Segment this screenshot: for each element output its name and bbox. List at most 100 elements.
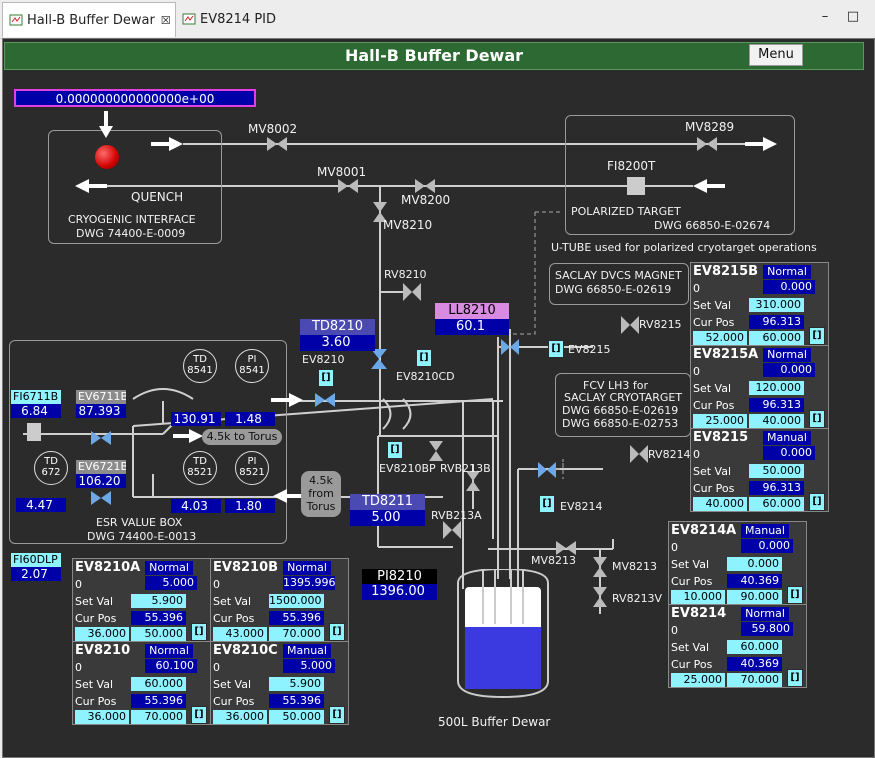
ev6721b-value: 106.20 xyxy=(76,474,126,488)
setpoint-field[interactable]: 0.000 xyxy=(727,557,782,571)
low-limit-field[interactable]: 25.000 xyxy=(693,414,747,428)
valve-icon[interactable] xyxy=(373,202,387,222)
relief-valve-icon[interactable] xyxy=(621,316,639,334)
high-limit-field[interactable]: 70.000 xyxy=(727,673,782,687)
mode-badge[interactable]: Manual xyxy=(763,431,811,445)
ev8214-open-button[interactable]: [] xyxy=(539,495,555,513)
down-arrow-icon xyxy=(99,111,113,138)
curpos-readout: 40.369 xyxy=(727,657,782,671)
mode-badge[interactable]: Normal xyxy=(145,644,193,658)
control-valve-icon[interactable] xyxy=(91,429,111,445)
low-limit-field[interactable]: 43.000 xyxy=(213,627,267,641)
tab-label: Hall-B Buffer Dewar xyxy=(27,12,155,28)
control-valve-icon[interactable] xyxy=(501,339,519,355)
mode-badge[interactable]: Normal xyxy=(763,265,811,279)
mv8210-label: MV8210 xyxy=(383,218,433,232)
tab-ev8214-pid[interactable]: EV8214 PID xyxy=(176,2,306,36)
panel-open-button[interactable]: [] xyxy=(329,706,345,724)
setpoint-field[interactable]: 5.900 xyxy=(269,677,324,691)
value-readout: 0.000 xyxy=(763,446,815,460)
valve-icon[interactable] xyxy=(556,541,576,555)
high-limit-field[interactable]: 70.000 xyxy=(269,627,324,641)
setpoint-field[interactable]: 120.000 xyxy=(749,381,804,395)
high-limit-field[interactable]: 50.000 xyxy=(269,710,324,724)
pi8521-value: 1.80 xyxy=(225,499,275,513)
panel-name: EV8215B xyxy=(693,264,759,279)
ev8210bp-open-button[interactable]: [] xyxy=(387,441,403,459)
valve-icon[interactable] xyxy=(593,587,607,607)
value-readout: 60.100 xyxy=(145,659,197,673)
valve-icon[interactable] xyxy=(429,441,443,461)
control-valve-icon[interactable] xyxy=(538,462,556,478)
setpoint-field[interactable]: 50.000 xyxy=(749,464,804,478)
panel-open-button[interactable]: [] xyxy=(809,410,825,428)
setpoint-field[interactable]: 60.000 xyxy=(727,640,782,654)
fcv-lh3-label: FCV LH3 for xyxy=(583,379,649,392)
valve-icon[interactable] xyxy=(593,557,607,577)
panel-open-button[interactable]: [] xyxy=(787,669,803,687)
mode-badge[interactable]: Normal xyxy=(763,348,811,362)
mode-badge[interactable]: Manual xyxy=(283,644,331,658)
mode-badge[interactable]: Normal xyxy=(741,607,789,621)
panel-open-button[interactable]: [] xyxy=(787,586,803,604)
utube-label: U-TUBE used for polarized cryotarget ope… xyxy=(551,241,817,254)
mode-badge[interactable]: Normal xyxy=(283,561,331,575)
control-valve-icon[interactable] xyxy=(315,391,335,407)
low-limit-field[interactable]: 40.000 xyxy=(693,497,747,511)
fcv-saclay-label: SACLAY CRYOTARGET xyxy=(564,391,683,404)
valve-icon[interactable] xyxy=(338,179,358,193)
td8541-gauge: TD 8541 xyxy=(183,349,217,383)
valve-icon[interactable] xyxy=(415,179,435,193)
ev8210-open-button[interactable]: [] xyxy=(318,369,334,387)
high-limit-field[interactable]: 60.000 xyxy=(749,331,804,345)
relief-valve-icon[interactable] xyxy=(403,283,421,301)
relief-valve-icon[interactable] xyxy=(630,445,648,463)
ll8210-value: 60.1 xyxy=(435,319,509,335)
control-valve-icon[interactable] xyxy=(371,349,387,369)
ev8210cd-open-button[interactable]: [] xyxy=(416,349,432,367)
relief-valve-icon[interactable] xyxy=(443,521,461,539)
curpos-readout: 55.396 xyxy=(269,694,324,708)
value-readout: 0.000 xyxy=(763,280,815,294)
panel-name: EV8214 xyxy=(671,606,727,621)
panel-open-button[interactable]: [] xyxy=(191,706,207,724)
high-limit-field[interactable]: 40.000 xyxy=(749,414,804,428)
high-limit-field[interactable]: 70.000 xyxy=(131,710,186,724)
valve-icon[interactable] xyxy=(697,137,717,151)
low-limit-field[interactable]: 25.000 xyxy=(671,673,725,687)
valve-icon[interactable] xyxy=(466,471,480,491)
maximize-button[interactable]: □ xyxy=(846,9,860,24)
mode-badge[interactable]: Manual xyxy=(741,524,789,538)
menu-button[interactable]: Menu xyxy=(749,44,803,66)
low-limit-field[interactable]: 10.000 xyxy=(671,590,725,604)
setpoint-field[interactable]: 1500.000 xyxy=(269,594,324,608)
ev8215-open-button[interactable]: [] xyxy=(548,340,564,358)
mode-badge[interactable]: Normal xyxy=(145,561,193,575)
low-limit-field[interactable]: 36.000 xyxy=(75,627,129,641)
cryogenic-interface-box xyxy=(48,130,222,244)
high-limit-field[interactable]: 50.000 xyxy=(131,627,186,641)
panel-open-button[interactable]: [] xyxy=(809,493,825,511)
valve-icon[interactable] xyxy=(267,137,287,151)
low-limit-field[interactable]: 36.000 xyxy=(75,710,129,724)
control-valve-icon[interactable] xyxy=(91,489,111,505)
close-icon[interactable]: ☒ xyxy=(160,13,171,27)
panel-open-button[interactable]: [] xyxy=(329,623,345,641)
setval-label: Set Val xyxy=(75,678,114,691)
curpos-readout: 55.396 xyxy=(131,694,186,708)
setpoint-field[interactable]: 60.000 xyxy=(131,677,186,691)
td8210-value: 3.60 xyxy=(300,335,375,351)
low-limit-field[interactable]: 52.000 xyxy=(693,331,747,345)
page-title: Hall-B Buffer Dewar xyxy=(4,42,864,70)
high-limit-field[interactable]: 60.000 xyxy=(749,497,804,511)
panel-open-button[interactable]: [] xyxy=(191,623,207,641)
setpoint-field[interactable]: 5.900 xyxy=(131,594,186,608)
minimize-button[interactable]: – xyxy=(821,9,829,24)
panel-open-button[interactable]: [] xyxy=(809,327,825,345)
rv8214-label: RV8214 xyxy=(648,448,691,461)
high-limit-field[interactable]: 90.000 xyxy=(727,590,782,604)
schematic: 0.000000000000000e+00 MV8002 MV8001 MV82… xyxy=(3,69,872,756)
tab-hall-b-buffer-dewar[interactable]: Hall-B Buffer Dewar ☒ xyxy=(2,2,176,37)
low-limit-field[interactable]: 36.000 xyxy=(213,710,267,724)
setpoint-field[interactable]: 310.000 xyxy=(749,298,804,312)
